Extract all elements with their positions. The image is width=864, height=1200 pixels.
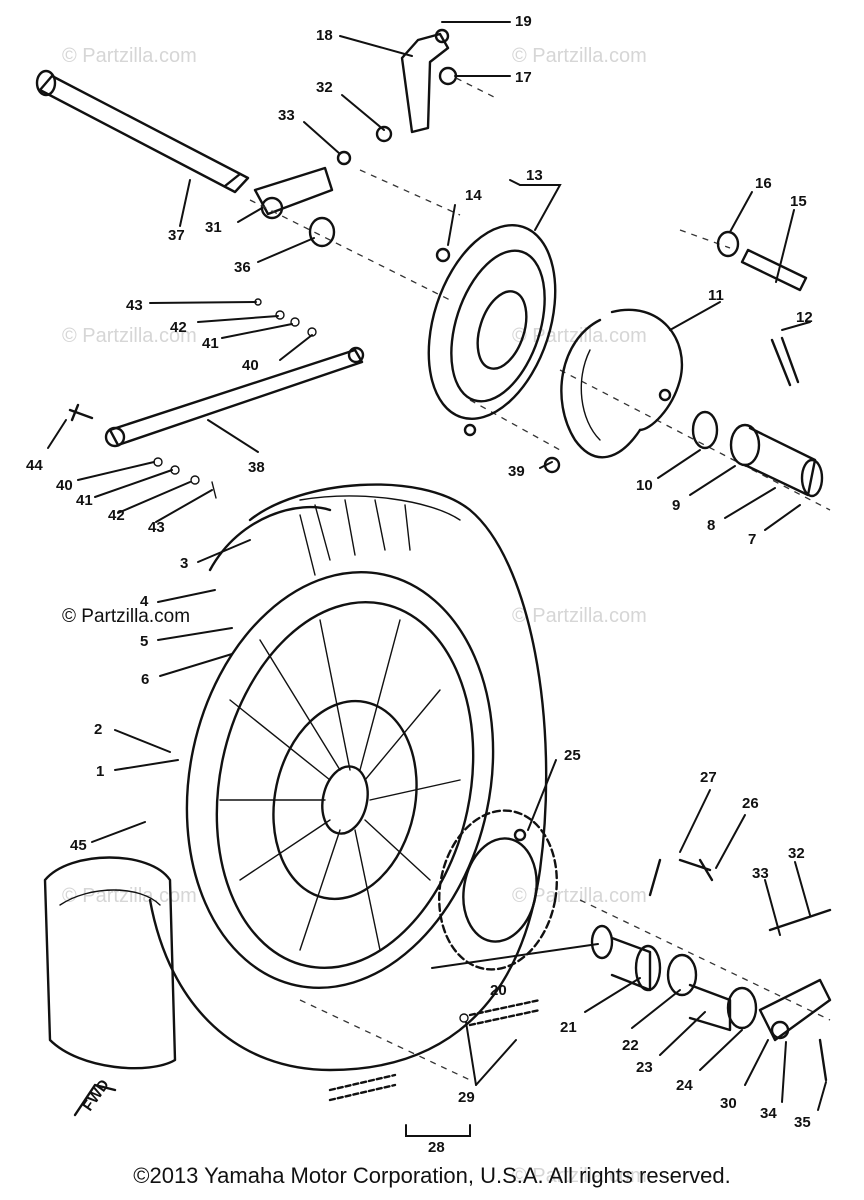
forward-arrow-icon: FWD — [73, 1076, 117, 1117]
callout-numbers: 1 2 3 4 5 6 7 8 9 10 11 12 13 14 15 16 1… — [26, 13, 813, 1156]
wheel-rim — [185, 571, 495, 989]
callout-37: 37 — [168, 227, 185, 244]
rear-sprocket — [438, 809, 558, 971]
fwd-label: FWD — [79, 1076, 113, 1114]
callout-14: 14 — [465, 187, 482, 204]
callout-21: 21 — [560, 1019, 577, 1036]
copyright-notice: ©2013 Yamaha Motor Corporation, U.S.A. A… — [133, 1163, 731, 1188]
callout-43-bottom: 43 — [148, 519, 165, 536]
axle-collar-left — [253, 125, 393, 248]
rear-fender-section — [43, 856, 177, 1070]
callout-24: 24 — [676, 1077, 693, 1094]
callout-19: 19 — [515, 13, 532, 30]
callout-5: 5 — [140, 633, 148, 650]
callout-13: 13 — [526, 167, 543, 184]
callout-7: 7 — [748, 531, 756, 548]
callout-30: 30 — [720, 1095, 737, 1112]
callout-2: 2 — [94, 721, 102, 738]
callout-33-top: 33 — [278, 107, 295, 124]
callout-22: 22 — [622, 1037, 639, 1054]
callout-39: 39 — [508, 463, 525, 480]
callout-leader-lines — [47, 21, 827, 1137]
brake-shoe-plate — [427, 224, 557, 437]
watermark: © Partzilla.com — [512, 1165, 647, 1187]
watermark: © Partzilla.com — [512, 45, 647, 67]
callout-33-right: 33 — [752, 865, 769, 882]
callout-18: 18 — [316, 27, 333, 44]
watermark: © Partzilla.com — [512, 885, 647, 907]
callout-3: 3 — [180, 555, 188, 572]
assembly-axis-lines — [249, 169, 831, 1081]
callout-17: 17 — [515, 69, 532, 86]
brake-shoes — [560, 308, 683, 459]
wheel-bearing-stack — [691, 410, 824, 498]
callout-27: 27 — [700, 769, 717, 786]
watermark: © Partzilla.com — [62, 606, 190, 627]
callout-11: 11 — [708, 287, 724, 304]
brake-tension-bar — [68, 346, 561, 474]
callout-38: 38 — [248, 459, 265, 476]
callout-28: 28 — [428, 1139, 445, 1156]
callout-42-bottom: 42 — [108, 507, 125, 524]
callout-35: 35 — [794, 1114, 811, 1131]
callout-6: 6 — [141, 671, 149, 688]
brake-arm-top — [400, 28, 497, 134]
callout-34: 34 — [760, 1105, 777, 1122]
drive-chain — [328, 998, 542, 1102]
callout-23: 23 — [636, 1059, 653, 1076]
callout-40-bottom: 40 — [56, 477, 73, 494]
callout-32-top: 32 — [316, 79, 333, 96]
callout-41-bottom: 41 — [76, 492, 93, 509]
watermark: © Partzilla.com — [512, 605, 647, 627]
watermark: © Partzilla.com — [62, 45, 197, 67]
callout-10: 10 — [636, 477, 653, 494]
callout-43-top: 43 — [126, 297, 143, 314]
watermark: © Partzilla.com — [62, 885, 197, 907]
tire — [148, 483, 548, 1072]
hub-spacers-right — [590, 858, 832, 1082]
callout-42-top: 42 — [170, 319, 187, 336]
watermark: © Partzilla.com — [62, 325, 197, 347]
brake-cam — [716, 230, 808, 387]
callout-45: 45 — [70, 837, 87, 854]
callout-16: 16 — [755, 175, 772, 192]
callout-9: 9 — [672, 497, 680, 514]
callout-36: 36 — [234, 259, 251, 276]
callout-25-sprocket: 25 — [564, 747, 581, 764]
callout-44: 44 — [26, 457, 43, 474]
callout-32-right: 32 — [788, 845, 805, 862]
callout-40-top: 40 — [242, 357, 259, 374]
callout-8: 8 — [707, 517, 715, 534]
callout-15: 15 — [790, 193, 807, 210]
axle — [35, 69, 250, 194]
callout-41-top: 41 — [202, 335, 219, 352]
callout-12: 12 — [796, 309, 813, 326]
callout-1: 1 — [96, 763, 104, 780]
callout-4: 4 — [140, 593, 149, 610]
callout-26: 26 — [742, 795, 759, 812]
callout-20: 20 — [490, 982, 507, 999]
callout-29: 29 — [458, 1089, 475, 1106]
callout-31: 31 — [205, 219, 222, 236]
watermarks: © Partzilla.com © Partzilla.com © Partzi… — [62, 45, 647, 1187]
